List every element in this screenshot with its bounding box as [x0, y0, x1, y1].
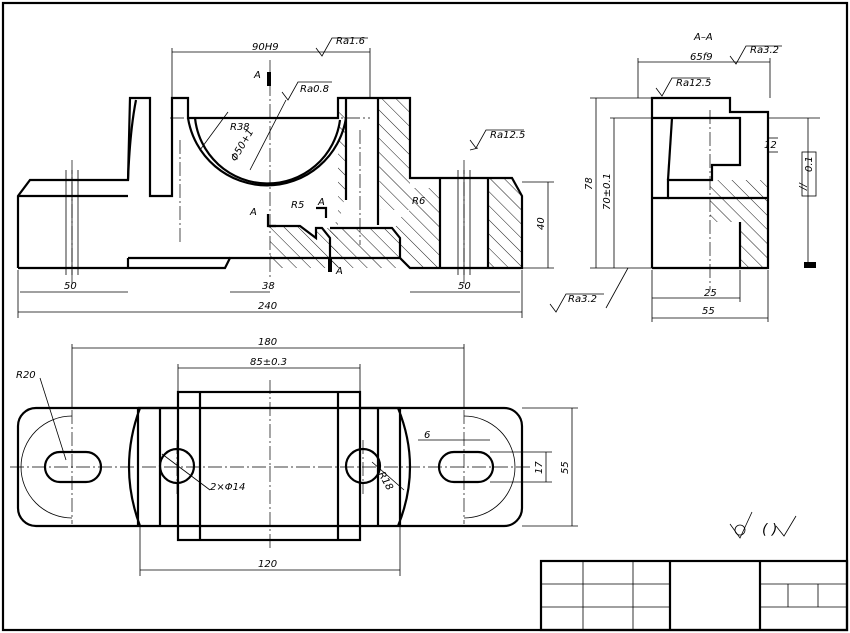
- dim-r5: R5: [291, 200, 304, 211]
- dim-85: 85±0.3: [250, 357, 287, 368]
- roughness-ra32-side: Ra3.2: [750, 45, 779, 56]
- roughness-check-small-icon: [775, 515, 797, 537]
- roughness-ra16: Ra1.6: [336, 36, 365, 47]
- roughness-ra125-front: Ra12.5: [490, 130, 525, 141]
- dim-40: 40: [536, 217, 547, 230]
- roughness-circle-icon: [734, 524, 746, 536]
- dim-70: 70±0.1: [602, 173, 613, 210]
- side-view: [590, 58, 820, 322]
- dim-6: 6: [424, 430, 430, 441]
- dim-78: 78: [584, 177, 595, 190]
- roughness-ra125-front-symbol: [469, 129, 524, 149]
- cut-mark-label-left: A: [249, 207, 257, 218]
- dim-50-left: 50: [64, 281, 77, 292]
- slot-right-arc: [463, 415, 516, 519]
- roughness-ra32-base: Ra3.2: [568, 294, 597, 305]
- slot-left: [43, 450, 103, 484]
- side-inner-line-3: [666, 117, 674, 181]
- cut-mark-bottom: [328, 258, 332, 272]
- dim-r38: R38: [230, 122, 250, 133]
- dim-25: 25: [704, 288, 717, 299]
- general-note-text: ( ): [762, 522, 777, 538]
- title-block: [539, 559, 849, 632]
- cut-mark-label-top: A: [253, 70, 261, 81]
- bore-arc: [186, 117, 348, 187]
- roughness-ra125-side: Ra12.5: [676, 78, 711, 89]
- front-boss-hatch: [488, 178, 522, 268]
- roughness-check-icon: [729, 511, 753, 539]
- dim-12: 12: [764, 140, 777, 151]
- top-view: [10, 344, 578, 576]
- roughness-ra32-base-symbol: [549, 293, 604, 313]
- roughness-ra08: Ra0.8: [300, 84, 329, 95]
- dim-17: 17: [534, 461, 545, 474]
- dim-r6: R6: [412, 196, 425, 207]
- dim-55-plan: 55: [560, 461, 571, 474]
- front-step-right: [330, 226, 402, 258]
- cut-mark-top: [267, 72, 271, 86]
- roughness-ra125-side-symbol: [655, 77, 710, 97]
- cut-mark-middle: [316, 206, 328, 218]
- dim-65f9: 65f9: [690, 52, 713, 63]
- plan-dimensions: [39, 344, 578, 576]
- cut-mark-label-middle: A: [317, 197, 325, 208]
- dim-240: 240: [258, 301, 277, 312]
- cut-mark-left: [266, 214, 276, 228]
- tolerance-symbol: //: [798, 182, 809, 191]
- side-inner: [652, 116, 742, 200]
- side-hatch: [710, 180, 768, 268]
- front-view: [16, 48, 554, 318]
- front-left-rib: [126, 99, 138, 181]
- tolerance-value: 0.1: [804, 156, 815, 172]
- dim-38: 38: [262, 281, 275, 292]
- dim-55-side: 55: [702, 306, 715, 317]
- front-step-left: [268, 224, 332, 268]
- front-section-hatch-right: [330, 98, 410, 268]
- plan-center-block: [176, 390, 362, 542]
- dim-120: 120: [258, 559, 277, 570]
- roughness-ra32-side-symbol: [729, 45, 782, 65]
- dim-r20: R20: [16, 370, 36, 381]
- slot-right: [437, 450, 495, 484]
- cut-mark-label-bottom: A: [335, 266, 343, 277]
- general-roughness-note: [729, 511, 797, 539]
- dim-bore-fit: 90H9: [252, 42, 279, 53]
- roughness-ra08-symbol: [281, 81, 332, 101]
- dim-180: 180: [258, 337, 277, 348]
- front-outline: [16, 96, 524, 270]
- roughness-ra16-symbol: [315, 37, 368, 57]
- dim-2-phi14: 2×Φ14: [210, 482, 245, 493]
- dim-50-right: 50: [458, 281, 471, 292]
- section-title: A–A: [693, 32, 713, 43]
- front-dimensions: [17, 48, 554, 318]
- front-lug-hatch: [410, 188, 440, 268]
- side-dimensions: [590, 58, 820, 322]
- bore-arc-inner: [193, 117, 342, 185]
